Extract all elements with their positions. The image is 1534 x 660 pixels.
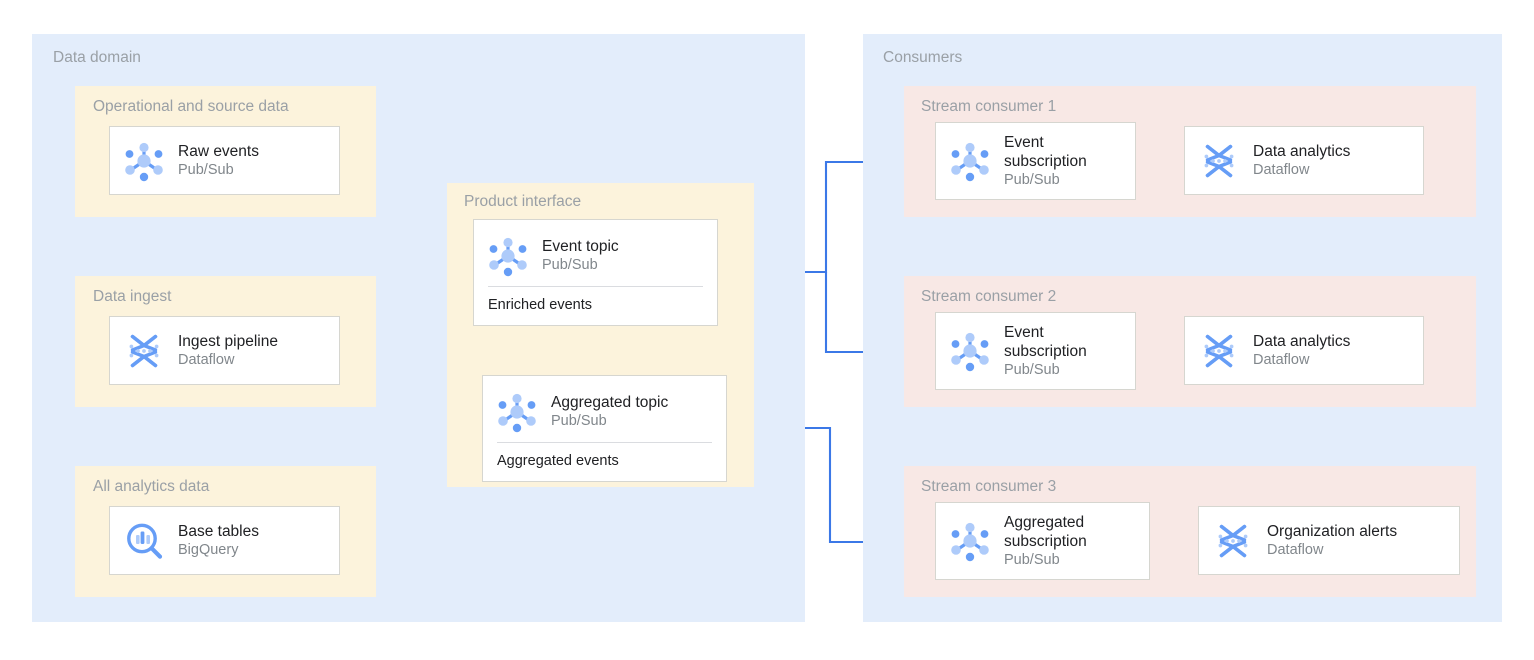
node-aggregated-subscription-subtitle: Pub/Sub <box>1004 552 1060 568</box>
node-base-tables[interactable]: Base tables BigQuery <box>109 506 340 575</box>
node-aggregated-topic[interactable]: Aggregated topic Pub/Sub Aggregated even… <box>482 375 727 482</box>
group-stream-consumer-3-label: Stream consumer 3 <box>921 478 1057 495</box>
panel-data-domain-label: Data domain <box>53 49 141 66</box>
node-base-tables-subtitle: BigQuery <box>178 542 239 558</box>
node-data-analytics-2-title: Data analytics <box>1253 333 1351 350</box>
node-event-topic-title: Event topic <box>542 238 619 255</box>
node-event-subscription-2-subtitle: Pub/Sub <box>1004 362 1060 378</box>
dataflow-icon <box>1197 329 1241 373</box>
pubsub-icon <box>948 519 992 563</box>
pubsub-icon <box>486 234 530 278</box>
node-data-analytics-1[interactable]: Data analytics Dataflow <box>1184 126 1424 195</box>
node-event-topic-footer: Enriched events <box>488 296 592 313</box>
node-organization-alerts-title: Organization alerts <box>1267 523 1398 540</box>
node-ingest-pipeline-title: Ingest pipeline <box>178 333 278 350</box>
node-aggregated-topic-subtitle: Pub/Sub <box>551 413 607 429</box>
dataflow-icon <box>1211 519 1255 563</box>
node-data-analytics-2-subtitle: Dataflow <box>1253 352 1310 368</box>
node-aggregated-subscription[interactable]: Aggregated subscription Pub/Sub <box>935 502 1150 580</box>
node-event-subscription-2[interactable]: Event subscription Pub/Sub <box>935 312 1136 390</box>
node-aggregated-subscription-title: Aggregated subscription <box>1004 514 1087 550</box>
node-ingest-pipeline[interactable]: Ingest pipeline Dataflow <box>109 316 340 385</box>
node-raw-events-title: Raw events <box>178 143 259 160</box>
node-event-topic-subtitle: Pub/Sub <box>542 257 598 273</box>
node-event-subscription-1-subtitle: Pub/Sub <box>1004 172 1060 188</box>
node-aggregated-topic-divider <box>497 441 712 443</box>
node-data-analytics-1-title: Data analytics <box>1253 143 1351 160</box>
group-product-interface-label: Product interface <box>464 193 582 210</box>
node-raw-events-subtitle: Pub/Sub <box>178 162 234 178</box>
node-organization-alerts[interactable]: Organization alerts Dataflow <box>1198 506 1460 575</box>
panel-consumers-label: Consumers <box>883 49 963 66</box>
pubsub-icon <box>495 390 539 434</box>
node-event-subscription-2-title: Event subscription <box>1004 324 1087 360</box>
pubsub-icon <box>948 139 992 183</box>
node-event-subscription-1-title: Event subscription <box>1004 134 1087 170</box>
group-stream-consumer-2-label: Stream consumer 2 <box>921 288 1057 305</box>
node-base-tables-title: Base tables <box>178 523 259 540</box>
group-stream-consumer-1-label: Stream consumer 1 <box>921 98 1057 115</box>
node-data-analytics-2[interactable]: Data analytics Dataflow <box>1184 316 1424 385</box>
node-event-topic[interactable]: Event topic Pub/Sub Enriched events <box>473 219 718 326</box>
dataflow-icon <box>1197 139 1241 183</box>
node-organization-alerts-subtitle: Dataflow <box>1267 542 1324 558</box>
group-all-analytics-data-label: All analytics data <box>93 478 210 495</box>
node-ingest-pipeline-subtitle: Dataflow <box>178 352 235 368</box>
dataflow-icon <box>122 329 166 373</box>
pubsub-icon <box>122 139 166 183</box>
pubsub-icon <box>948 329 992 373</box>
group-data-ingest-label: Data ingest <box>93 288 172 305</box>
node-data-analytics-1-subtitle: Dataflow <box>1253 162 1310 178</box>
bigquery-icon <box>122 519 166 563</box>
node-aggregated-topic-footer: Aggregated events <box>497 452 619 469</box>
node-raw-events[interactable]: Raw events Pub/Sub <box>109 126 340 195</box>
node-event-topic-divider <box>488 285 703 287</box>
node-event-subscription-1[interactable]: Event subscription Pub/Sub <box>935 122 1136 200</box>
node-aggregated-topic-title: Aggregated topic <box>551 394 669 411</box>
group-operational-and-source-data-label: Operational and source data <box>93 98 289 115</box>
